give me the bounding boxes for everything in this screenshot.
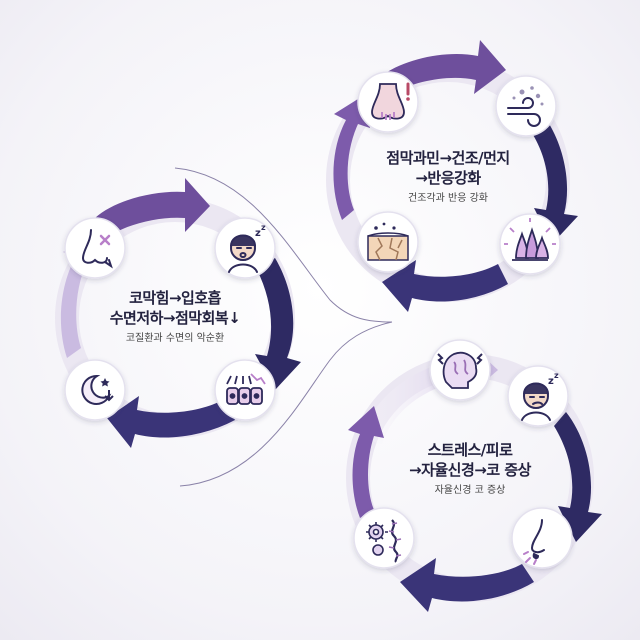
tired-person-icon: z z xyxy=(521,371,559,421)
dry-cracked-skin-icon xyxy=(367,222,409,261)
cycle-bottom-right-node-nerve-gears xyxy=(353,507,415,569)
cycle-bottom-right-title-line2: →자율신경→코 증상 xyxy=(409,461,531,479)
nerve-gears-icon xyxy=(366,519,402,563)
cycle-top-right-node-irritated-nose xyxy=(357,71,419,133)
damaged-mucosa-icon xyxy=(226,373,266,405)
cycle-left-title-line2: 수면저하→점막회복↓ xyxy=(109,309,241,327)
cycle-top-right-title-line2: →반응강화 xyxy=(415,169,481,187)
blocked-nose-icon xyxy=(81,229,113,269)
sleeping-person-icon: z z xyxy=(228,223,266,273)
cycle-bottom-right-arrow-bottom xyxy=(400,558,534,612)
cycle-left: z z xyxy=(55,178,301,448)
cycle-top-right-arrow-bottom xyxy=(382,260,508,312)
connector-lower xyxy=(179,321,393,487)
cycle-bottom-right: z z xyxy=(346,339,602,612)
stressed-brain-icon xyxy=(437,351,483,389)
cycle-left-node-sleeping-person: z z xyxy=(214,217,276,279)
svg-text:z: z xyxy=(255,228,261,239)
cycle-bottom-right-node-stressed-brain xyxy=(429,339,491,401)
cycle-top-right-label-box: 점막과민→건조/먼지 →반응강화 건조각과 반응 강화 xyxy=(386,149,510,204)
cycle-left-title-line1: 코막힘→입호흡 xyxy=(129,289,221,307)
cycle-top-right-subtitle: 건조각과 반응 강화 xyxy=(408,193,488,204)
cycle-bottom-right-node-runny-nose xyxy=(511,507,573,569)
connector-lines xyxy=(174,167,393,487)
cycle-left-node-damaged-mucosa xyxy=(214,359,276,421)
connector-upper xyxy=(174,167,393,323)
irritated-nose-icon xyxy=(371,82,410,120)
moon-icon xyxy=(81,374,114,405)
cycle-left-arrow-right xyxy=(255,258,301,390)
cycle-top-right-arrow-left xyxy=(333,94,370,220)
cycle-top-right-title-line1: 점막과민→건조/먼지 xyxy=(386,149,510,167)
svg-text:z: z xyxy=(548,376,554,387)
cycle-top-right-node-dust-wind xyxy=(495,75,557,137)
dust-wind-icon xyxy=(507,86,544,127)
cycle-left-arrow-left xyxy=(60,232,99,358)
cycle-top-right xyxy=(326,40,578,312)
cycle-left-arrow-top xyxy=(95,178,210,238)
cycle-left-node-moon xyxy=(64,359,126,421)
cycle-bottom-right-title-line1: 스트레스/피로 xyxy=(427,441,513,459)
cycle-top-right-node-inflammation xyxy=(499,213,561,275)
cycle-bottom-right-node-tired-person: z z xyxy=(507,365,569,427)
cycle-bottom-right-arrow-left xyxy=(348,406,384,518)
cycle-bottom-right-arrow-right xyxy=(554,412,602,542)
svg-text:z: z xyxy=(554,371,559,380)
cycle-top-right-arrow-top xyxy=(384,40,506,94)
cycle-bottom-right-subtitle: 자율신경 코 증상 xyxy=(434,485,506,496)
cycle-bottom-right-label-box: 스트레스/피로 →자율신경→코 증상 자율신경 코 증상 xyxy=(409,441,531,496)
cycle-left-node-blocked-nose xyxy=(64,217,126,279)
cycle-left-label-box: 코막힘→입호흡 수면저하→점막회복↓ 코질환과 수면의 악순환 xyxy=(109,289,241,344)
runny-nose-icon xyxy=(523,519,545,565)
cycle-top-right-arrow-right xyxy=(530,116,578,244)
svg-text:z: z xyxy=(261,223,266,232)
cycle-top-right-node-dry-cracked-skin xyxy=(357,211,419,273)
inflammation-icon xyxy=(504,218,556,261)
cycle-left-arrow-bottom xyxy=(107,396,235,448)
cycle-left-subtitle: 코질환과 수면의 악순환 xyxy=(125,333,225,344)
